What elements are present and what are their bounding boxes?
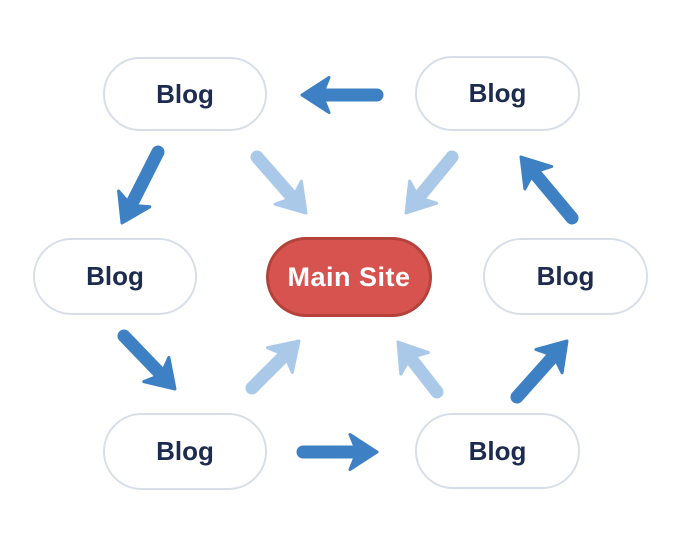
- node-blog-mid-left: Blog: [33, 238, 197, 315]
- node-label: Main Site: [287, 261, 411, 292]
- node-main-site: Main Site: [266, 237, 432, 317]
- arrow-blog-top-left-to-blog-mid-left: [117, 145, 165, 225]
- node-blog-bottom-right: Blog: [415, 413, 580, 489]
- node-label: Blog: [536, 261, 595, 291]
- node-blog-top-right: Blog: [415, 56, 580, 131]
- node-label: Blog: [468, 435, 527, 466]
- arrow-blog-top-right-to-main-site: [404, 150, 459, 215]
- arrow-blog-top-right-to-blog-top-left: [300, 76, 384, 114]
- arrow-blog-bottom-left-to-blog-bottom-right: [296, 433, 379, 471]
- arrow-blog-bottom-left-to-main-site: [245, 339, 301, 395]
- arrow-blog-mid-left-to-blog-bottom-left: [117, 329, 177, 391]
- node-label: Blog: [86, 261, 144, 291]
- arrow-blog-bottom-right-to-main-site: [396, 340, 444, 399]
- node-blog-top-left: Blog: [103, 57, 267, 131]
- arrow-blog-bottom-right-to-blog-mid-right: [510, 339, 569, 404]
- arrow-blog-mid-right-to-blog-top-right: [519, 155, 579, 225]
- node-blog-mid-right: Blog: [483, 238, 648, 315]
- node-label: Blog: [156, 78, 214, 109]
- node-blog-bottom-left: Blog: [103, 413, 267, 490]
- arrow-blog-top-left-to-main-site: [250, 150, 308, 215]
- node-label: Blog: [468, 78, 527, 108]
- node-label: Blog: [156, 436, 214, 466]
